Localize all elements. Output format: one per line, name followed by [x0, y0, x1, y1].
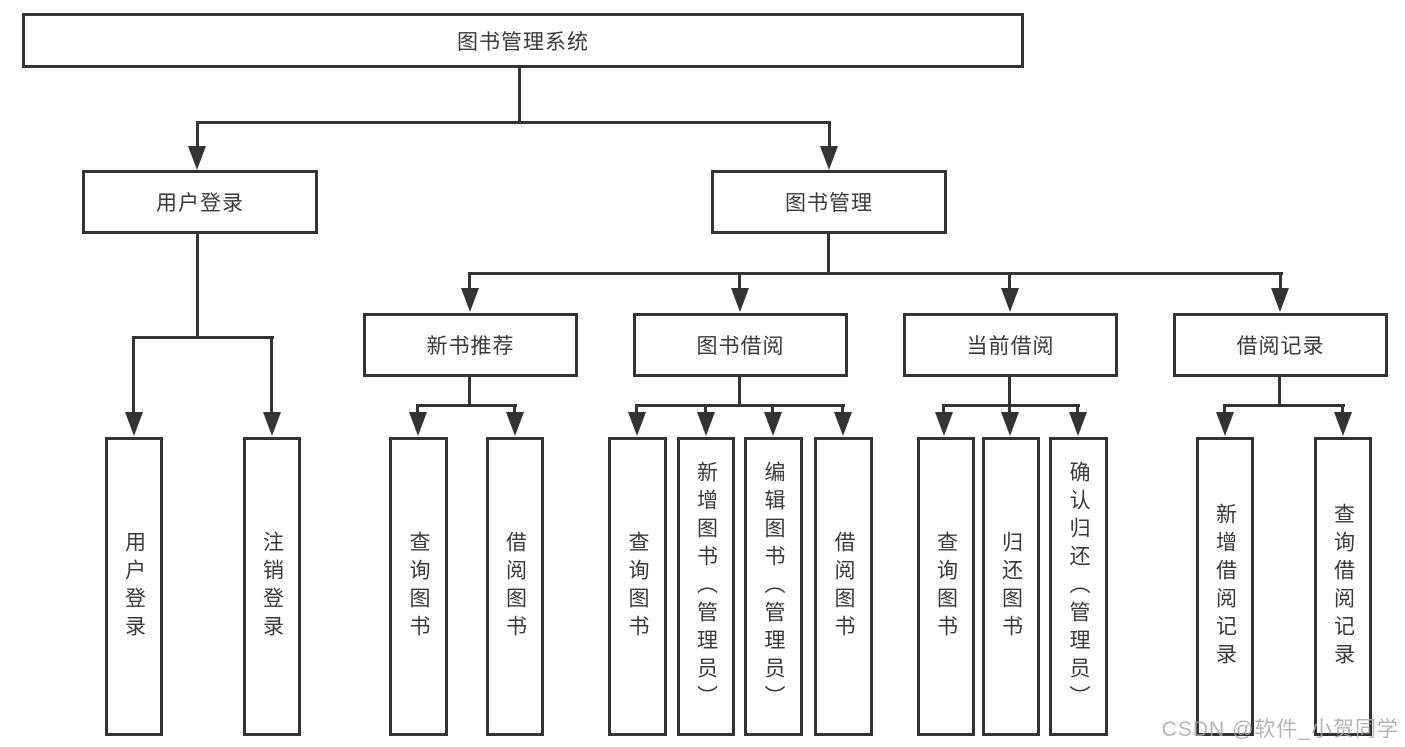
node-label: 查询图书 — [934, 530, 958, 643]
arrow-down-icon — [697, 412, 715, 436]
node-label: 借阅记录 — [1236, 335, 1325, 358]
node-label: 新增图书（管理员） — [694, 460, 718, 713]
connector-line — [738, 377, 741, 406]
connector-line — [1223, 404, 1345, 407]
node-new-book-recommend: 新书推荐 — [363, 313, 578, 377]
node-label: 查询图书 — [407, 530, 430, 643]
arrow-down-icon — [506, 412, 524, 436]
arrow-down-icon — [1334, 412, 1352, 436]
node-query-borrow-record: 查询借阅记录 — [1314, 437, 1372, 736]
arrow-down-icon — [409, 412, 427, 436]
arrow-down-icon — [461, 288, 479, 312]
arrow-down-icon — [1001, 412, 1019, 436]
connector-line — [270, 337, 273, 416]
node-label: 查询借阅记录 — [1331, 502, 1355, 671]
node-label: 用户登录 — [156, 192, 244, 215]
connector-line — [416, 405, 419, 414]
node-label: 图书管理系统 — [457, 30, 589, 54]
connector-line — [1008, 377, 1011, 406]
node-label: 借阅图书 — [832, 530, 855, 643]
arrow-down-icon — [1216, 412, 1234, 436]
node-query-books-recommend: 查询图书 — [389, 437, 448, 736]
connector-line — [942, 404, 1080, 407]
arrow-down-icon — [628, 412, 646, 436]
node-add-borrow-record: 新增借阅记录 — [1196, 437, 1254, 736]
connector-line — [1008, 405, 1011, 414]
node-label: 用户登录 — [122, 530, 146, 643]
connector-line — [635, 404, 845, 407]
node-return-books: 归还图书 — [982, 437, 1040, 736]
node-book-borrowing: 图书借阅 — [633, 313, 848, 377]
connector-line — [841, 405, 844, 414]
node-current-borrowing: 当前借阅 — [903, 313, 1118, 377]
arrow-down-icon — [820, 146, 838, 170]
node-label: 当前借阅 — [966, 335, 1055, 358]
node-label: 编辑图书（管理员） — [762, 460, 785, 713]
node-borrow-books-borrowing: 借阅图书 — [814, 437, 873, 736]
connector-line — [1223, 405, 1226, 414]
node-label: 新书推荐 — [426, 335, 515, 358]
node-label: 归还图书 — [999, 530, 1023, 643]
arrow-down-icon — [935, 412, 953, 436]
node-book-management: 图书管理 — [711, 170, 947, 234]
node-logout: 注销登录 — [243, 437, 301, 736]
node-add-books-admin: 新增图书（管理员） — [677, 437, 735, 736]
connector-line — [132, 337, 135, 416]
node-label: 图书借阅 — [696, 335, 785, 358]
node-edit-books-admin: 编辑图书（管理员） — [744, 437, 803, 736]
arrow-down-icon — [764, 412, 782, 436]
arrow-down-icon — [188, 146, 206, 170]
connector-line — [196, 122, 199, 150]
connector-line — [513, 405, 516, 414]
arrow-down-icon — [1001, 288, 1019, 312]
watermark: CSDN @软件_小贺同学 — [1161, 718, 1399, 741]
arrow-down-icon — [1069, 412, 1087, 436]
connector-line — [468, 272, 1283, 275]
arrow-down-icon — [834, 412, 852, 436]
connector-line — [942, 405, 945, 414]
arrow-down-icon — [731, 288, 749, 312]
connector-line — [635, 405, 638, 414]
connector-line — [1076, 405, 1079, 414]
node-query-books-current: 查询图书 — [917, 437, 975, 736]
node-label: 图书管理 — [785, 192, 873, 215]
connector-line — [518, 66, 521, 123]
connector-line — [416, 404, 517, 407]
node-borrowing-records: 借阅记录 — [1173, 313, 1388, 377]
connector-line — [468, 377, 471, 406]
connector-line — [827, 234, 830, 275]
node-borrow-books-recommend: 借阅图书 — [486, 437, 544, 736]
connector-line — [1341, 405, 1344, 414]
node-label: 新增借阅记录 — [1213, 502, 1237, 671]
arrow-down-icon — [263, 412, 281, 436]
connector-line — [132, 336, 274, 339]
connector-line — [738, 273, 741, 290]
node-user-login-leaf: 用户登录 — [105, 437, 163, 736]
node-root-library-system: 图书管理系统 — [22, 13, 1024, 68]
connector-line — [1279, 273, 1282, 290]
node-label: 查询图书 — [626, 530, 649, 643]
connector-line — [828, 122, 831, 150]
node-query-books-borrowing: 查询图书 — [608, 437, 667, 736]
node-label: 借阅图书 — [503, 530, 527, 643]
node-label: 确认归还（管理员） — [1067, 460, 1090, 713]
connector-line — [468, 273, 471, 290]
node-label: 注销登录 — [260, 530, 284, 643]
connector-line — [196, 234, 199, 338]
node-confirm-return-admin: 确认归还（管理员） — [1049, 437, 1108, 736]
connector-line — [704, 405, 707, 414]
connector-line — [771, 405, 774, 414]
connector-line — [196, 121, 831, 124]
connector-line — [1008, 273, 1011, 290]
connector-line — [1278, 377, 1281, 406]
arrow-down-icon — [1271, 288, 1289, 312]
arrow-down-icon — [125, 412, 143, 436]
node-user-login: 用户登录 — [82, 170, 318, 234]
